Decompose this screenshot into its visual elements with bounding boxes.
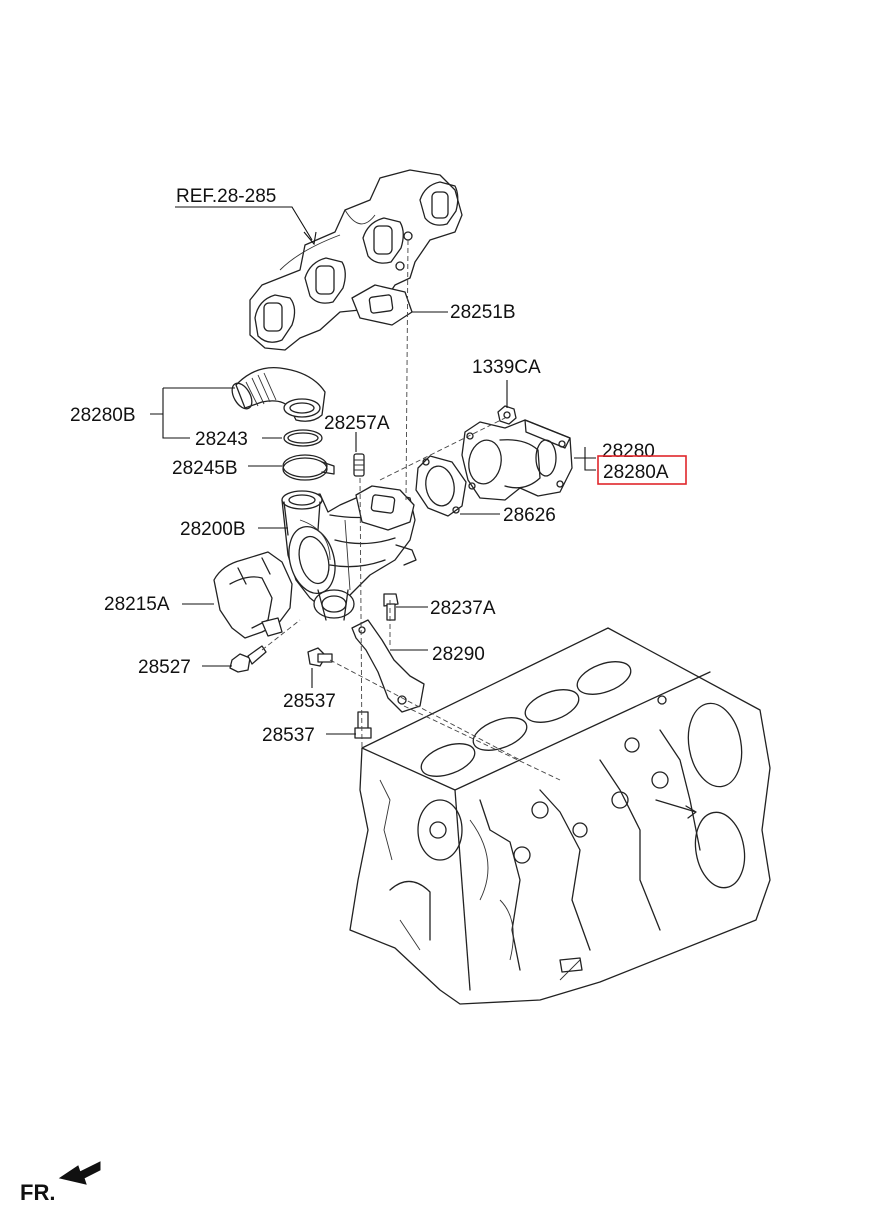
label-28257A[interactable]: 28257A [324, 413, 390, 434]
label-28251B[interactable]: 28251B [450, 302, 516, 323]
label-28243[interactable]: 28243 [195, 429, 248, 450]
front-indicator: FR. [20, 1161, 101, 1205]
label-28280[interactable]: 28280 [602, 441, 655, 462]
part-labels: REF.28-285 28251B 1339CA 28280B 28243 28… [70, 186, 687, 746]
label-28280A[interactable]: 28280A [603, 462, 669, 483]
front-label: FR. [20, 1180, 55, 1205]
turbocharger[interactable] [281, 485, 417, 621]
exhaust-pipe[interactable] [461, 419, 573, 501]
label-28280B[interactable]: 28280B [70, 405, 136, 426]
hose-clamp[interactable] [282, 454, 335, 481]
label-28626[interactable]: 28626 [503, 505, 556, 526]
cylinder-block[interactable] [349, 627, 771, 1005]
pipe-gasket[interactable] [415, 455, 467, 517]
o-ring[interactable] [283, 429, 323, 447]
highlight-box-28280A [597, 455, 687, 485]
label-28215A[interactable]: 28215A [104, 594, 170, 615]
stud-bolt[interactable] [353, 453, 365, 477]
label-28245B[interactable]: 28245B [172, 458, 238, 479]
leader-lines [150, 206, 596, 735]
support-bracket[interactable] [351, 619, 425, 713]
bolt-28527[interactable] [229, 645, 267, 673]
bolt-28537-b[interactable] [354, 711, 372, 739]
label-1339CA[interactable]: 1339CA [472, 357, 541, 378]
bolt-28237A[interactable] [383, 593, 399, 621]
label-28200B[interactable]: 28200B [180, 519, 246, 540]
label-28537-a[interactable]: 28537 [283, 691, 336, 712]
bolt-28537-a[interactable] [307, 647, 333, 667]
label-ref[interactable]: REF.28-285 [176, 186, 276, 207]
heat-protector[interactable] [213, 551, 293, 639]
front-arrow-icon [58, 1161, 101, 1185]
exhaust-manifold[interactable] [249, 169, 463, 351]
nut[interactable] [497, 405, 517, 425]
label-28527[interactable]: 28527 [138, 657, 191, 678]
label-28237A[interactable]: 28237A [430, 598, 496, 619]
label-28290[interactable]: 28290 [432, 644, 485, 665]
air-hose[interactable] [228, 366, 326, 422]
assembly-lines [261, 239, 561, 781]
label-28537-b[interactable]: 28537 [262, 725, 315, 746]
